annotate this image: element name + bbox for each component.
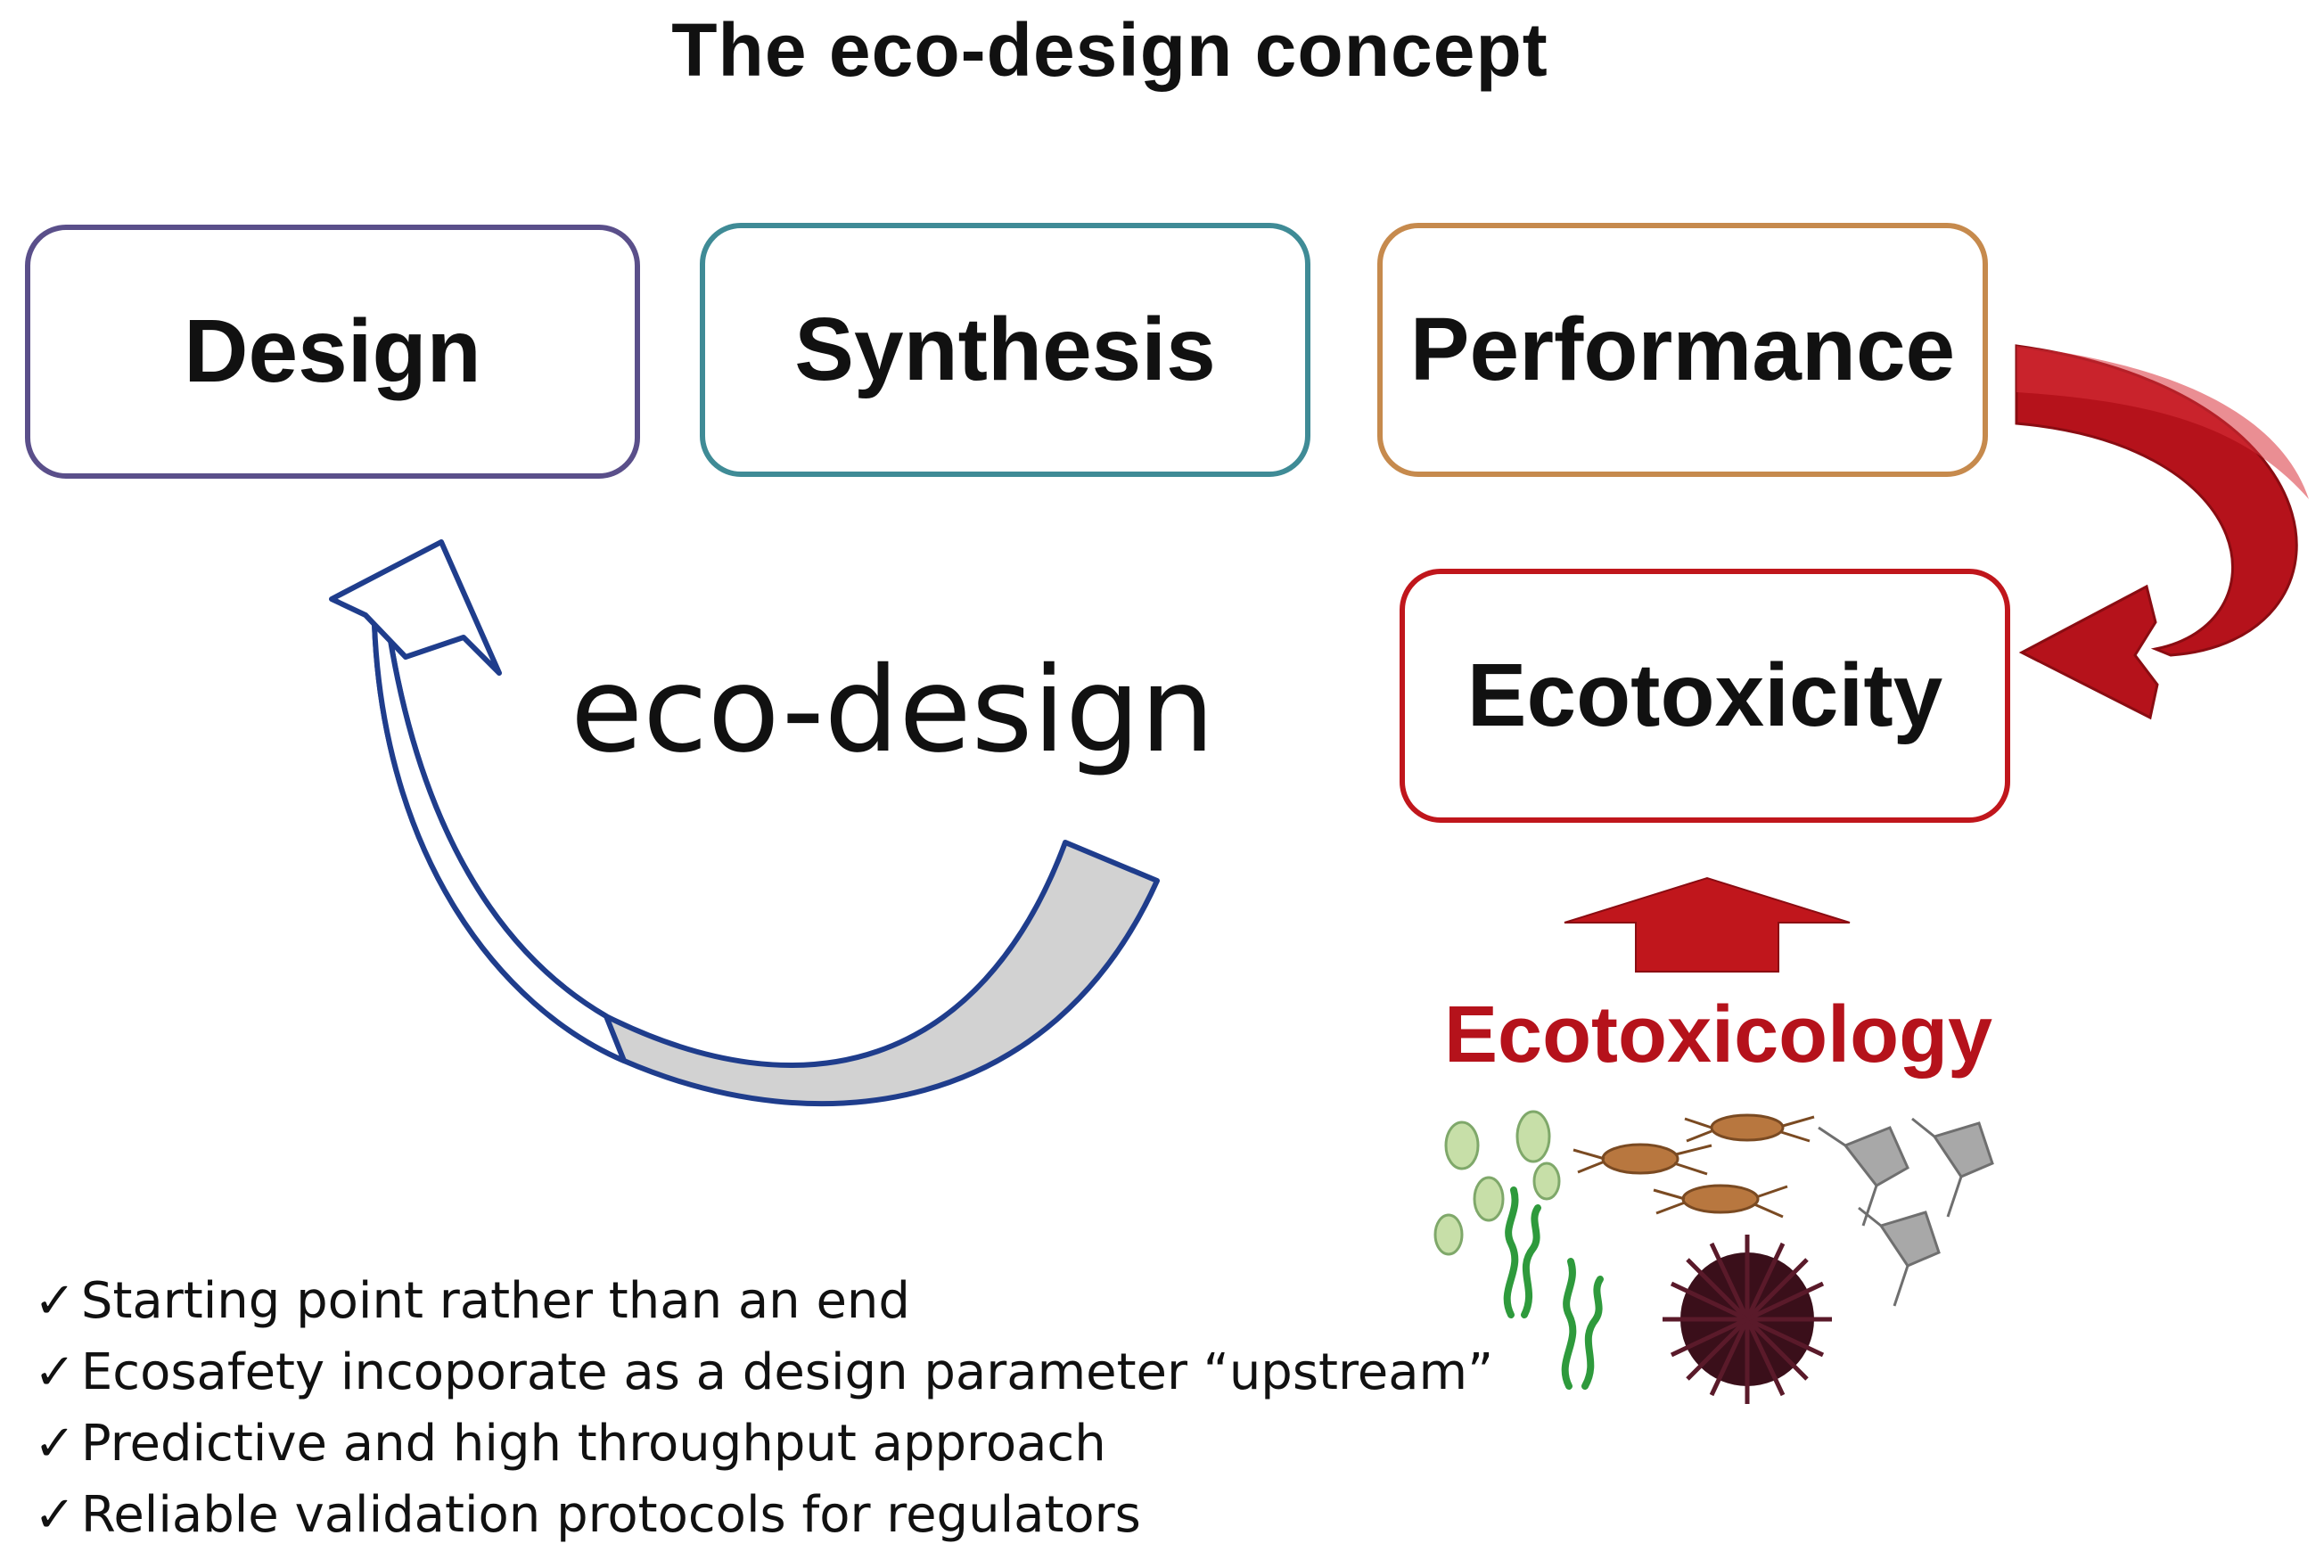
daphnia-icon xyxy=(1818,1117,1994,1307)
curved-red-arrow-icon xyxy=(2015,344,2309,720)
eco-design-cycle-arrow-icon xyxy=(329,539,1160,1106)
crustacean-larvae-icon xyxy=(1573,1113,1815,1219)
performance-label: Performance xyxy=(1409,300,1956,399)
up-red-arrow-icon xyxy=(1564,876,1851,973)
ecotoxicity-label: Ecotoxicity xyxy=(1466,645,1943,745)
design-label: Design xyxy=(184,301,481,401)
checkmark-icon: ✓ xyxy=(34,1343,76,1401)
ecotoxicity-box: Ecotoxicity xyxy=(1400,569,2010,823)
design-box: Design xyxy=(25,225,640,479)
checkmark-icon: ✓ xyxy=(34,1272,76,1330)
bullet-text: Ecosafety incoporate as a design paramet… xyxy=(80,1343,1494,1401)
bullet-text: Starting point rather than an end xyxy=(80,1272,910,1330)
performance-box: Performance xyxy=(1377,223,1988,477)
synthesis-label: Synthesis xyxy=(794,300,1216,399)
algae-cells-icon xyxy=(1433,1110,1561,1256)
list-item: ✓ Starting point rather than an end xyxy=(34,1266,1493,1337)
key-points-list: ✓ Starting point rather than an end ✓ Ec… xyxy=(34,1266,1493,1551)
list-item: ✓ Reliable validation protocols for regu… xyxy=(34,1480,1493,1551)
checkmark-icon: ✓ xyxy=(34,1415,76,1473)
seaweed-icon xyxy=(1503,1186,1604,1390)
checkmark-icon: ✓ xyxy=(34,1486,76,1544)
list-item: ✓ Ecosafety incoporate as a design param… xyxy=(34,1337,1493,1408)
synthesis-box: Synthesis xyxy=(700,223,1310,477)
eco-design-label: eco-design xyxy=(571,642,1215,779)
bullet-text: Predictive and high throughput approach xyxy=(80,1415,1106,1473)
test-organisms-illustration xyxy=(1433,1110,1994,1404)
sea-urchin-icon xyxy=(1663,1235,1832,1404)
list-item: ✓ Predictive and high throughput approac… xyxy=(34,1408,1493,1480)
diagram-title: The eco-design concept xyxy=(671,8,1548,92)
ecotoxicology-label: Ecotoxicology xyxy=(1444,990,1993,1080)
bullet-text: Reliable validation protocols for regula… xyxy=(80,1486,1141,1544)
